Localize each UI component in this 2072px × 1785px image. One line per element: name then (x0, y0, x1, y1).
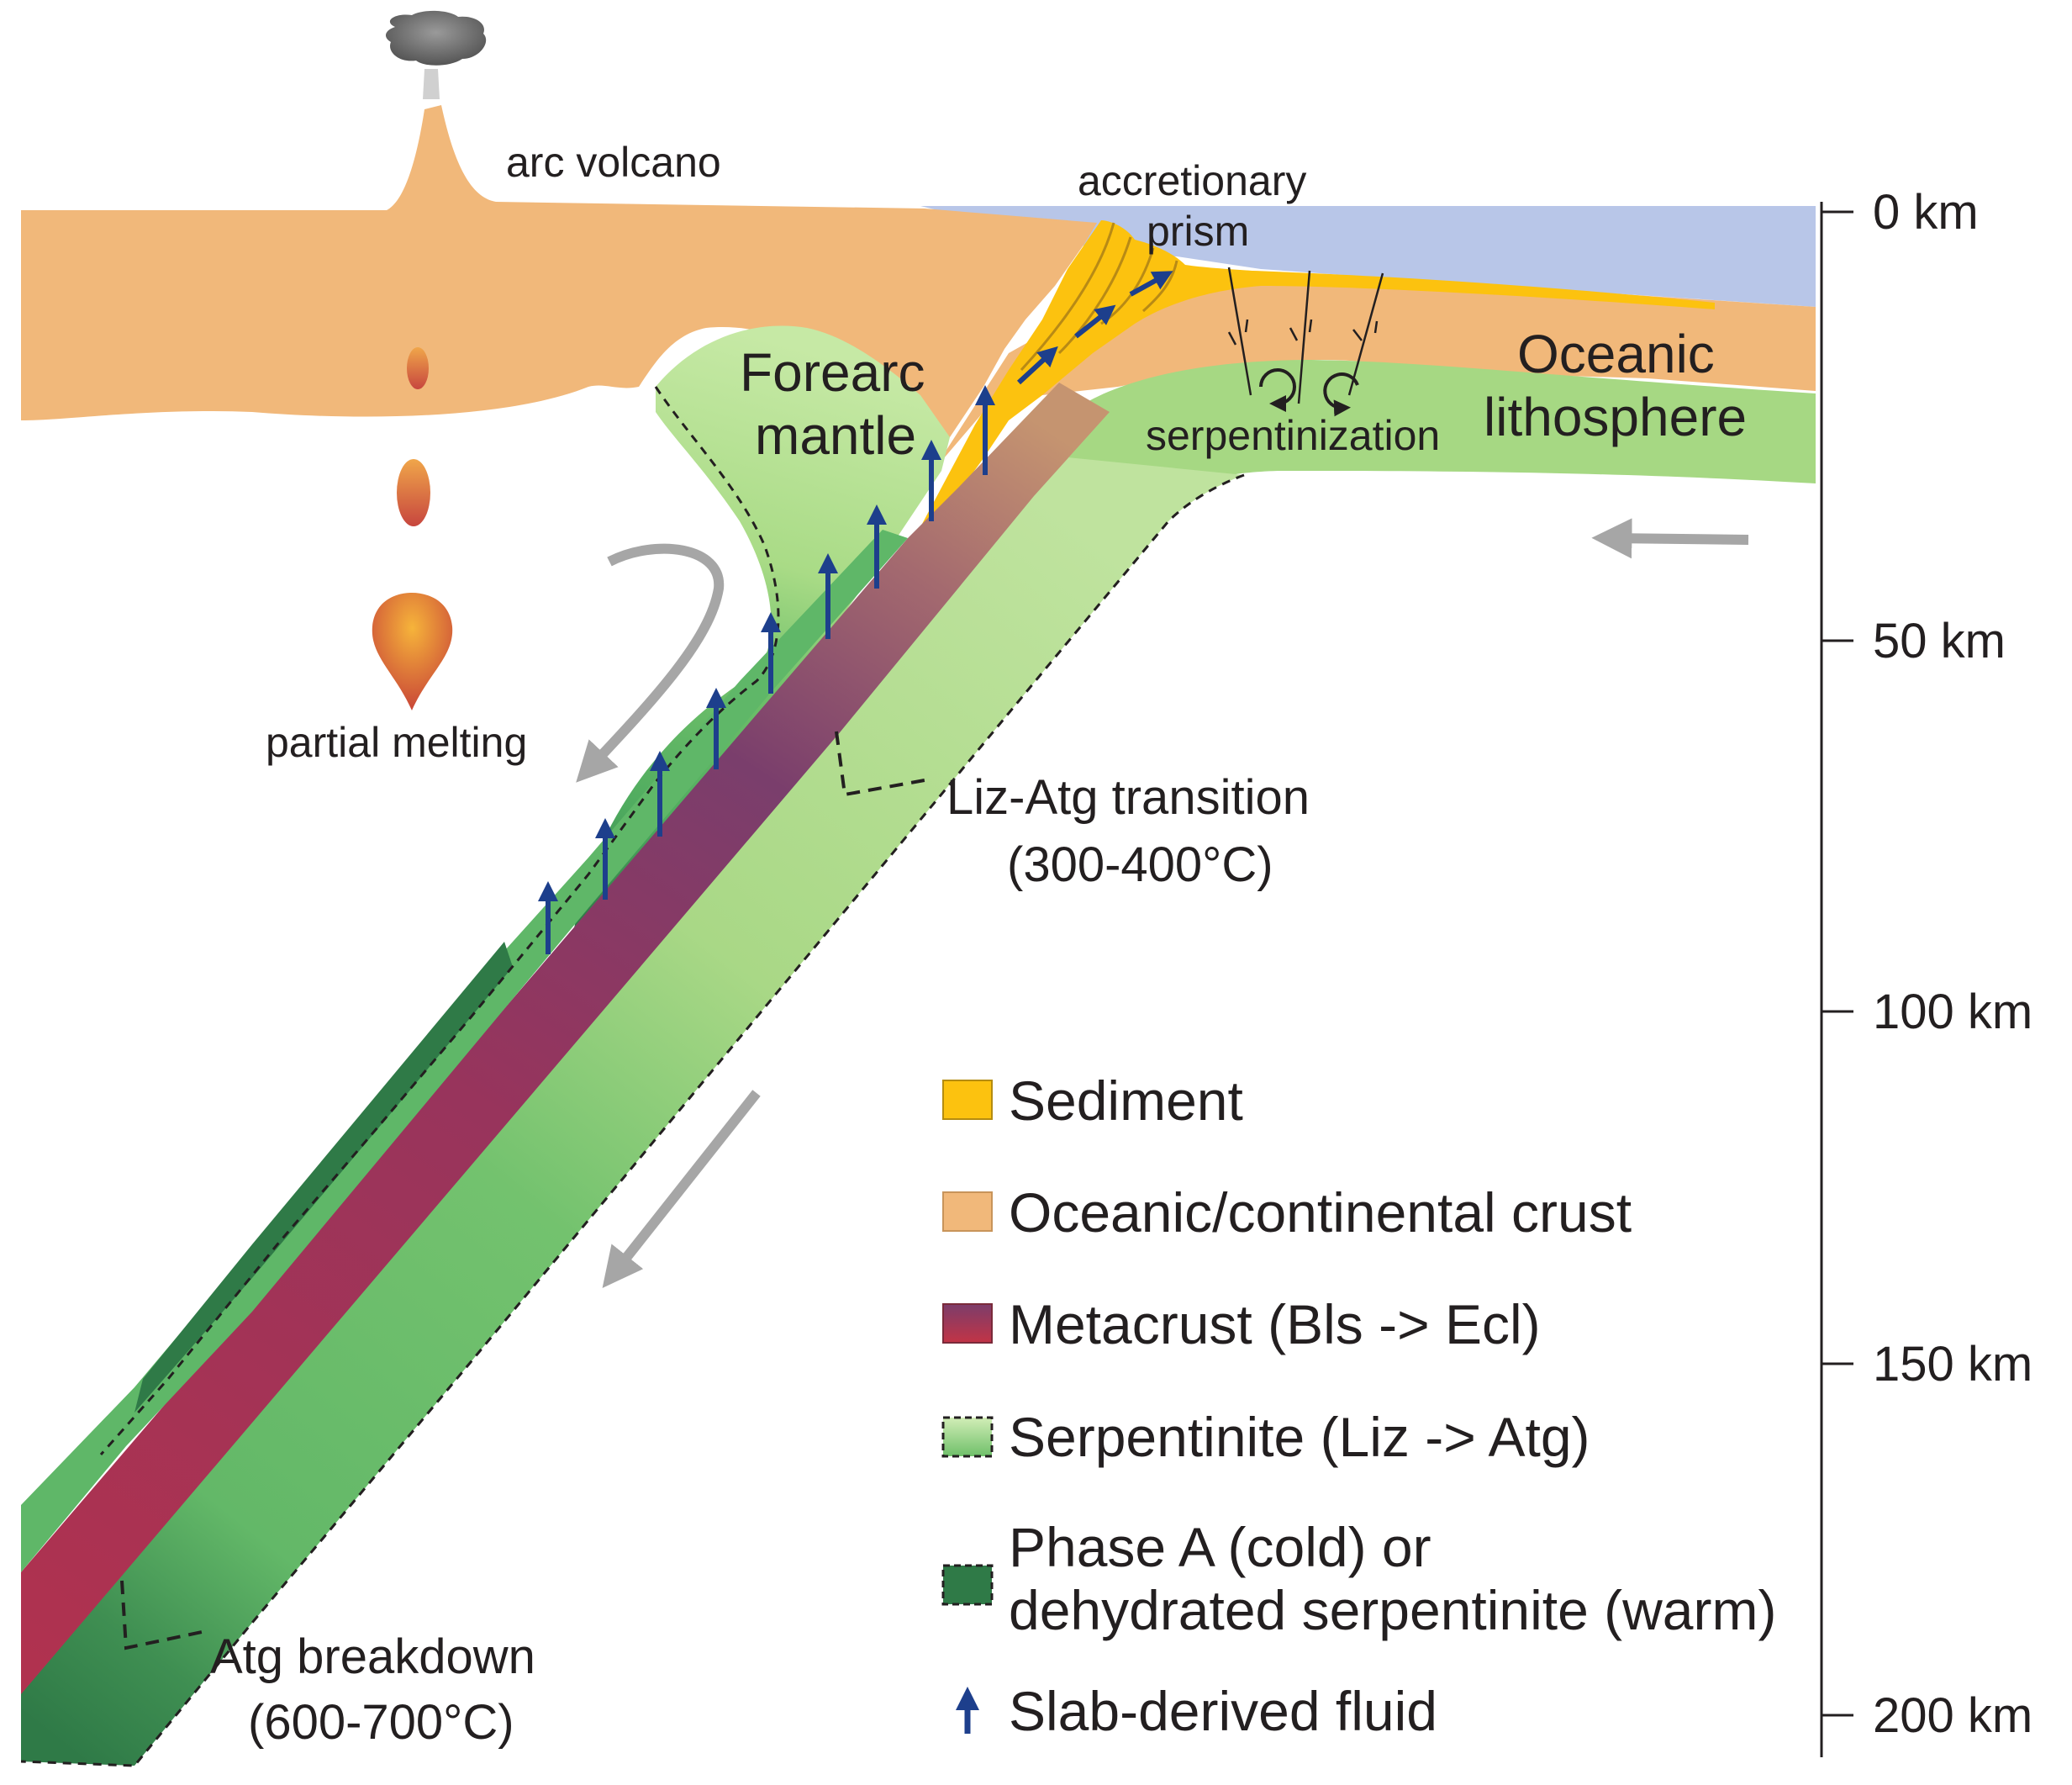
mantle-label: mantle (755, 405, 916, 466)
forearc-label: Forearc (740, 342, 925, 403)
legend-label-fluid: Slab-derived fluid (1009, 1680, 1437, 1742)
legend-label-phase-a-line2: dehydrated serpentinite (warm) (1009, 1579, 1776, 1641)
arc-volcano-label: arc volcano (506, 139, 721, 186)
slab-fluid-arrows (538, 271, 1173, 954)
depth-label-100: 100 km (1873, 985, 2032, 1039)
mantle-flow-arrow (576, 543, 725, 783)
lithosphere-label: lithosphere (1484, 387, 1747, 447)
fluid-arrow-12 (1129, 271, 1173, 297)
liz-atg-label: Liz-Atg transition (946, 770, 1310, 825)
depth-label-0: 0 km (1873, 185, 1979, 240)
legend: Sediment Oceanic/continental crust Metac… (941, 1069, 1776, 1742)
legend-swatch-sediment (942, 1080, 993, 1120)
slab-metacrust (21, 383, 1110, 1694)
depth-label-50: 50 km (1873, 614, 2006, 668)
slab-top-dark (134, 942, 513, 1413)
forearc-boundary-dash (99, 386, 780, 1455)
legend-swatch-serpentinite (941, 1416, 994, 1458)
melt-drop-large (372, 593, 453, 710)
depth-label-150: 150 km (1873, 1337, 2032, 1392)
fluid-arrow-10 (1016, 346, 1058, 385)
fault-line-2 (1297, 270, 1311, 404)
fluid-arrow-11 (1074, 304, 1116, 339)
serpentinization-label: serpentinization (1146, 412, 1440, 459)
legend-label-crust: Oceanic/continental crust (1009, 1181, 1632, 1244)
plate-motion-arrow (1591, 518, 1749, 559)
oceanic-crust (933, 270, 1816, 471)
ocean-water (920, 206, 1816, 307)
melt-drop-medium (397, 459, 430, 526)
fault-tick-a (1227, 319, 1249, 346)
accretionary-prism (908, 220, 1715, 551)
depth-scale: 0 km 50 km 100 km 150 km 200 km (1820, 185, 2032, 1757)
fault-tick-c (1352, 320, 1379, 341)
overriding-crust (21, 105, 1097, 471)
oceanic-serpentinite (992, 360, 1816, 639)
serpentinization-cycles (1259, 368, 1359, 417)
fault-line-3 (1347, 272, 1384, 396)
ash-cloud (385, 10, 487, 66)
legend-swatch-metacrust (942, 1303, 993, 1344)
cycle-arrow-1 (1259, 368, 1296, 412)
prism-thrust-2 (1057, 236, 1132, 355)
liz-atg-temp-label: (300-400°C) (1007, 837, 1273, 892)
legend-label-metacrust: Metacrust (Bls -> Ecl) (1009, 1293, 1541, 1355)
slab-base-dash (20, 473, 1245, 1767)
legend-label-sediment: Sediment (1009, 1069, 1243, 1132)
slab-serpentinite (21, 454, 1244, 1766)
atg-breakdown-temp-label: (600-700°C) (248, 1695, 514, 1750)
atg-breakdown-label: Atg breakdown (210, 1629, 535, 1684)
depth-label-200: 200 km (1873, 1688, 2032, 1743)
accretionary-label: accretionary (1078, 157, 1306, 204)
volcanic-plume (423, 69, 440, 99)
slab-motion-arrow (602, 1090, 761, 1288)
legend-swatch-crust (942, 1191, 993, 1232)
liz-atg-transition-line (835, 731, 925, 797)
fault-tick-b (1289, 319, 1313, 341)
cycle-arrow-2 (1323, 372, 1359, 417)
oceanic-label: Oceanic (1517, 324, 1715, 384)
partial-melting-label: partial melting (266, 719, 527, 766)
bending-faults (1227, 267, 1384, 404)
legend-label-phase-a: Phase A (cold) or (1009, 1516, 1431, 1578)
slab-top-layer (21, 530, 908, 1572)
legend-swatch-phase-a (941, 1564, 994, 1606)
atg-breakdown-line (120, 1580, 207, 1650)
melt-drop-small (407, 347, 429, 389)
prism-label: prism (1147, 208, 1249, 255)
fault-line-1 (1227, 267, 1252, 396)
legend-label-serpentinite: Serpentinite (Liz -> Atg) (1009, 1406, 1590, 1468)
